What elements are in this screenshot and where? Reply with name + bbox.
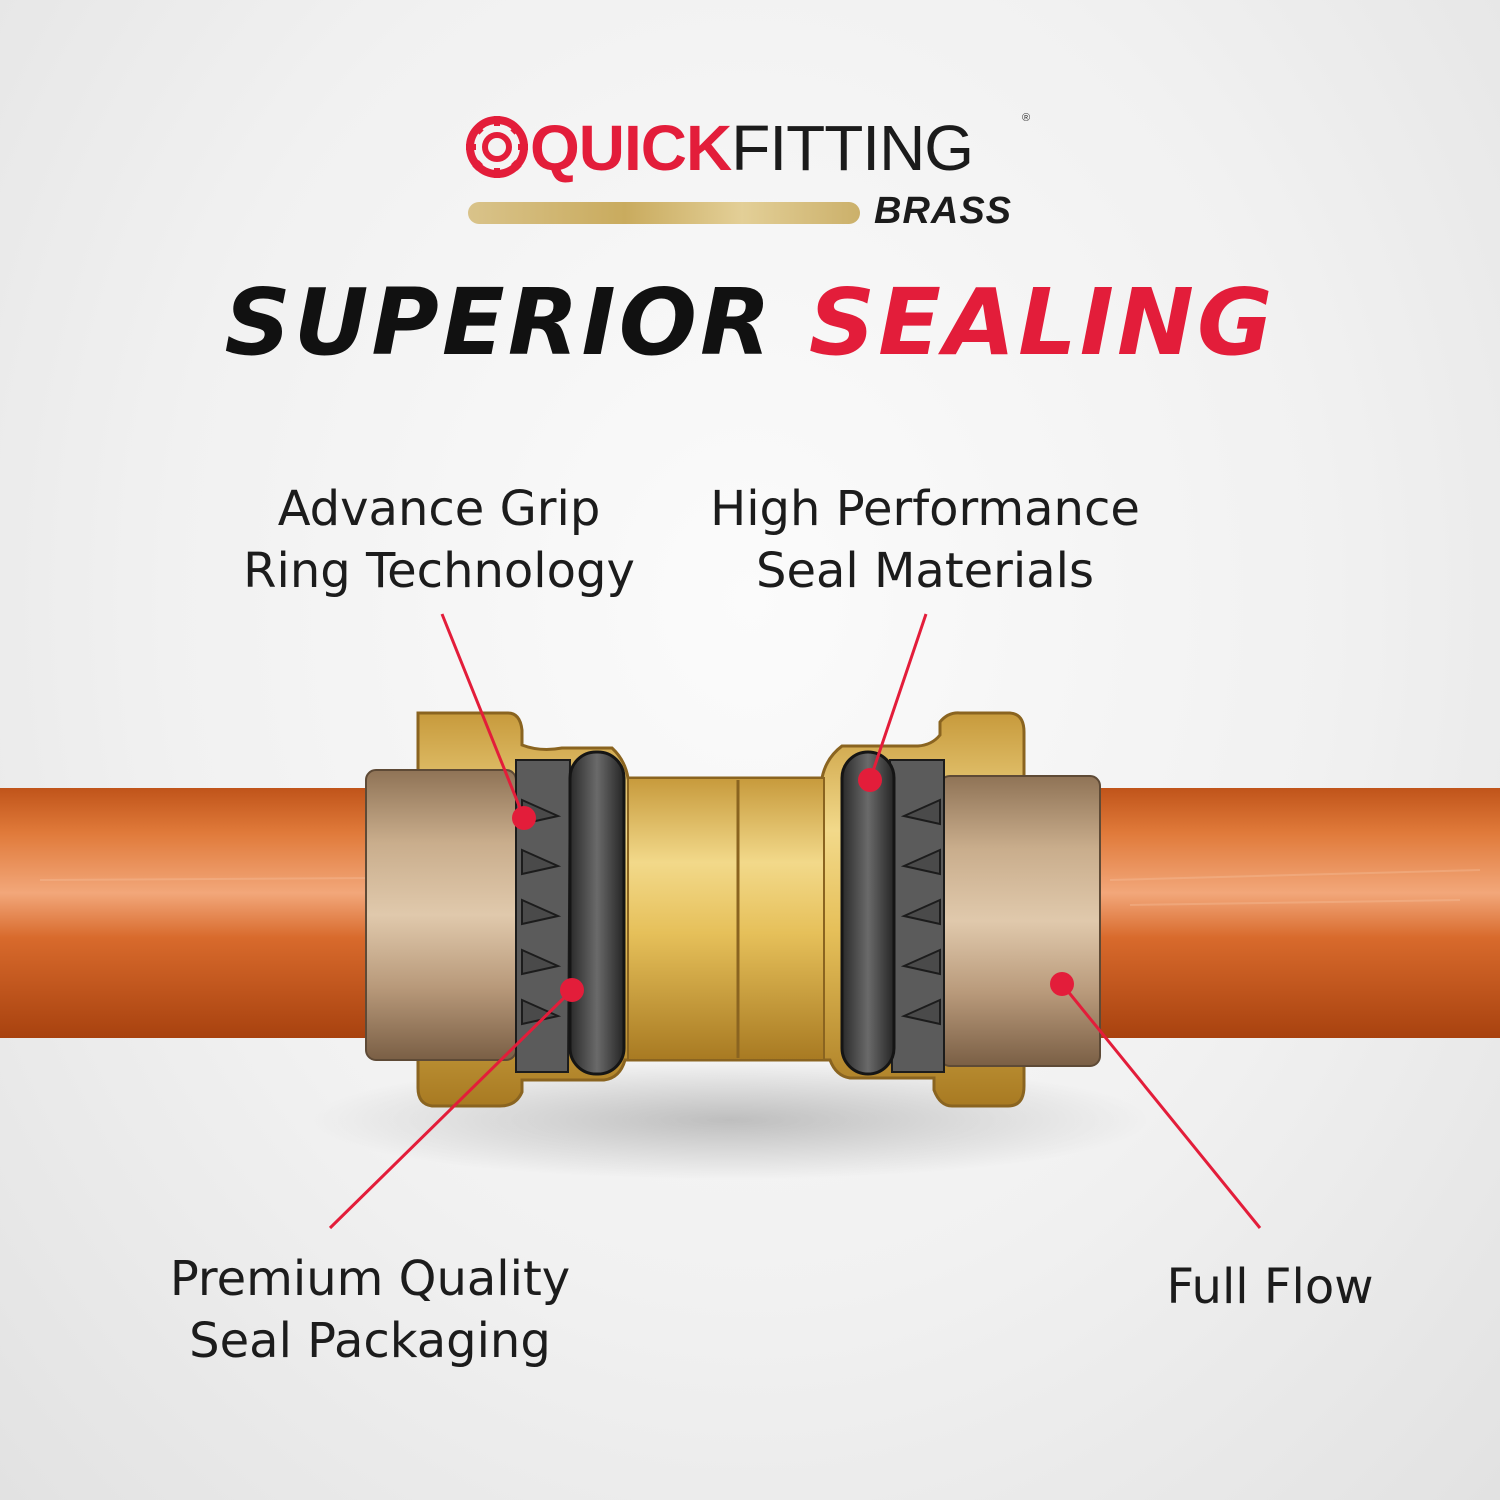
callout-line-flow [1060, 983, 1262, 1229]
callout-line-seal-materials [868, 613, 928, 781]
brand-logo: QUICKFITTING ® BRASS [466, 110, 1046, 240]
label-packaging-line2: Seal Packaging [189, 1313, 551, 1369]
right-grip-ring [888, 759, 945, 1073]
label-grip-line1: Advance Grip [277, 481, 601, 537]
label-full-flow: Full Flow [1130, 1256, 1410, 1318]
callout-line-grip [440, 613, 526, 819]
label-seal-line2: Seal Materials [755, 543, 1094, 599]
label-grip-ring: Advance Grip Ring Technology [214, 478, 664, 602]
label-seal-line1: High Performance [710, 481, 1140, 537]
fitting-center [627, 777, 825, 1061]
callout-dot-flow [1050, 972, 1074, 996]
label-seal-packaging: Premium Quality Seal Packaging [140, 1248, 600, 1372]
logo-quick-text: QUICK [530, 112, 732, 184]
logo-wordmark: QUICKFITTING [530, 110, 974, 186]
left-sleeve [365, 769, 517, 1061]
callout-line-packaging [328, 988, 574, 1230]
headline-sealing: SEALING [808, 269, 1276, 376]
label-grip-line2: Ring Technology [243, 543, 635, 599]
registered-mark: ® [1022, 112, 1031, 124]
right-o-ring [840, 750, 896, 1076]
headline-superior: SUPERIOR [224, 269, 774, 376]
left-o-ring [568, 750, 626, 1076]
copper-pipe-right [1080, 788, 1500, 1038]
quickfitting-logo-icon [466, 116, 528, 178]
logo-brass-text: BRASS [874, 190, 1013, 232]
label-flow-line1: Full Flow [1166, 1259, 1374, 1315]
logo-gold-bar [468, 202, 860, 224]
headline: SUPERIOR SEALING [0, 268, 1500, 378]
callout-dot-grip [512, 806, 536, 830]
label-packaging-line1: Premium Quality [169, 1251, 571, 1307]
copper-pipe-left [0, 788, 400, 1038]
logo-fitting-text: FITTING [731, 112, 974, 184]
callout-dot-packaging [560, 978, 584, 1002]
callout-dot-seal-materials [858, 768, 882, 792]
left-grip-ring [515, 759, 572, 1073]
label-seal-materials: High Performance Seal Materials [690, 478, 1160, 602]
right-sleeve [939, 775, 1101, 1067]
